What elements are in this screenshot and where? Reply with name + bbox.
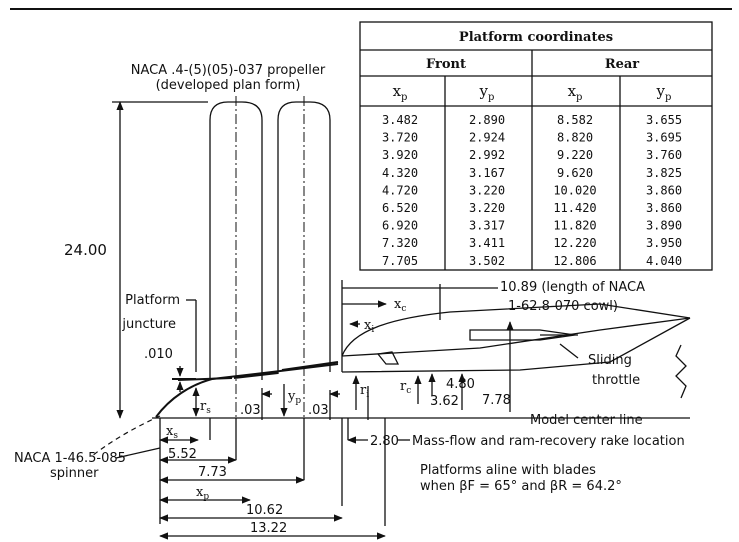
symbol-rs: rs (200, 399, 211, 416)
cowl-inner (341, 317, 691, 357)
thickness-label: .010 (144, 347, 173, 362)
propeller-label-line1: NACA .4-(5)(05)-037 propeller (131, 63, 326, 78)
symbol-rc: rc (400, 379, 411, 396)
cowl-label-line1: 10.89 (length of NACA (500, 280, 645, 295)
height-label: 24.00 (64, 241, 107, 259)
table-cell-rear-x: 12.220 (553, 236, 596, 250)
rake-dimension: 2.80 (370, 434, 399, 449)
table-cell-rear-y: 3.655 (646, 113, 682, 127)
table-cell-rear-y: 3.760 (646, 148, 682, 162)
symbol-ri: ri (360, 383, 369, 400)
spinner-label-line2: spinner (50, 466, 99, 481)
group-front: Front (426, 57, 466, 72)
platforms-note-line1: Platforms aline with blades (420, 463, 596, 478)
table-cell-front-x: 7.320 (382, 236, 418, 250)
dim-3-62: 3.62 (430, 394, 459, 409)
table-cell-front-y: 3.220 (469, 201, 505, 215)
table-cell-rear-x: 9.220 (557, 148, 593, 162)
table-cell-rear-y: 3.890 (646, 219, 682, 233)
gap-front: .03 (240, 403, 261, 418)
rake (376, 351, 400, 365)
table-cell-front-y: 3.167 (469, 166, 505, 180)
table-cell-rear-x: 11.820 (553, 219, 596, 233)
spinner-dashed-outline (91, 415, 161, 457)
hub-platform-lines (177, 361, 339, 381)
sliding-throttle (469, 329, 578, 341)
col-header-front-x: xp (393, 82, 408, 103)
table-cell-front-y: 3.411 (469, 236, 505, 250)
table-cell-rear-x: 8.582 (557, 113, 593, 127)
group-rear: Rear (605, 57, 639, 72)
platform-juncture-line2: juncture (121, 317, 176, 332)
front-blade (209, 101, 263, 380)
dim-7-78: 7.78 (482, 393, 511, 408)
table-cell-rear-y: 3.825 (646, 166, 682, 180)
table-cell-rear-x: 12.806 (553, 254, 596, 268)
table-cell-rear-y: 3.860 (646, 183, 682, 197)
dim-7-73: 7.73 (198, 465, 227, 480)
rear-blade (277, 101, 331, 374)
model-center-line-label: Model center line (530, 413, 643, 428)
table-title: Platform coordinates (459, 30, 613, 45)
table-cell-front-x: 6.520 (382, 201, 418, 215)
platforms-note-line2: when βF = 65° and βR = 64.2° (420, 479, 622, 494)
table-cell-rear-y: 3.695 (646, 131, 682, 145)
dim-4-80: 4.80 (446, 377, 475, 392)
table-cell-rear-x: 11.420 (553, 201, 596, 215)
rake-label: Mass-flow and ram-recovery rake location (412, 434, 685, 449)
table-cell-rear-y: 3.950 (646, 236, 682, 250)
table-cell-rear-x: 9.620 (557, 166, 593, 180)
cowl-label-line2: 1-62.8-070 cowl) (508, 299, 618, 314)
table-cell-front-y: 3.317 (469, 219, 505, 233)
cowl-outer (341, 303, 691, 357)
dim-10-62: 10.62 (246, 503, 283, 518)
symbol-yp: yp (287, 389, 301, 406)
table-cell-front-x: 4.320 (382, 166, 418, 180)
table-cell-front-x: 3.720 (382, 131, 418, 145)
table-cell-front-y: 2.890 (469, 113, 505, 127)
table-cell-front-x: 3.920 (382, 148, 418, 162)
gap-rear: .03 (308, 403, 329, 418)
sliding-throttle-line2: throttle (592, 373, 640, 388)
table-cell-front-x: 4.720 (382, 183, 418, 197)
table-cell-front-x: 3.482 (382, 113, 418, 127)
table-cell-rear-x: 8.820 (557, 131, 593, 145)
spinner-label-line1: NACA 1-46.5-085 (14, 451, 126, 466)
symbol-xp: xp (196, 485, 209, 502)
table-cell-front-x: 6.920 (382, 219, 418, 233)
col-header-front-y: yp (479, 82, 495, 103)
table-body: 3.482 3.720 3.920 4.320 4.720 6.520 6.920 7.320… (382, 113, 682, 268)
platform-juncture-line1: Platform (125, 293, 180, 308)
table-cell-front-y: 3.502 (469, 254, 505, 268)
cowl-lower (341, 317, 691, 373)
symbol-xi: xi (364, 318, 374, 335)
table-cell-front-y: 3.220 (469, 183, 505, 197)
table-cell-rear-y: 4.040 (646, 254, 682, 268)
table-cell-front-y: 2.992 (469, 148, 505, 162)
table-cell-rear-y: 3.860 (646, 201, 682, 215)
dim-5-52: 5.52 (168, 447, 197, 462)
symbol-xc: xc (394, 297, 406, 314)
table-cell-front-x: 7.705 (382, 254, 418, 268)
table-cell-rear-x: 10.020 (553, 183, 596, 197)
dim-13-22: 13.22 (250, 521, 287, 536)
symbol-xs: xs (166, 424, 178, 441)
platform-coordinates-table: Platform coordinates Front Rear xp yp xp… (359, 21, 713, 271)
table-cell-front-y: 2.924 (469, 131, 505, 145)
col-header-rear-y: yp (656, 82, 672, 103)
propeller-label-line2: (developed plan form) (156, 78, 301, 93)
sliding-throttle-line1: Sliding (588, 353, 632, 368)
col-header-rear-x: xp (568, 82, 583, 103)
